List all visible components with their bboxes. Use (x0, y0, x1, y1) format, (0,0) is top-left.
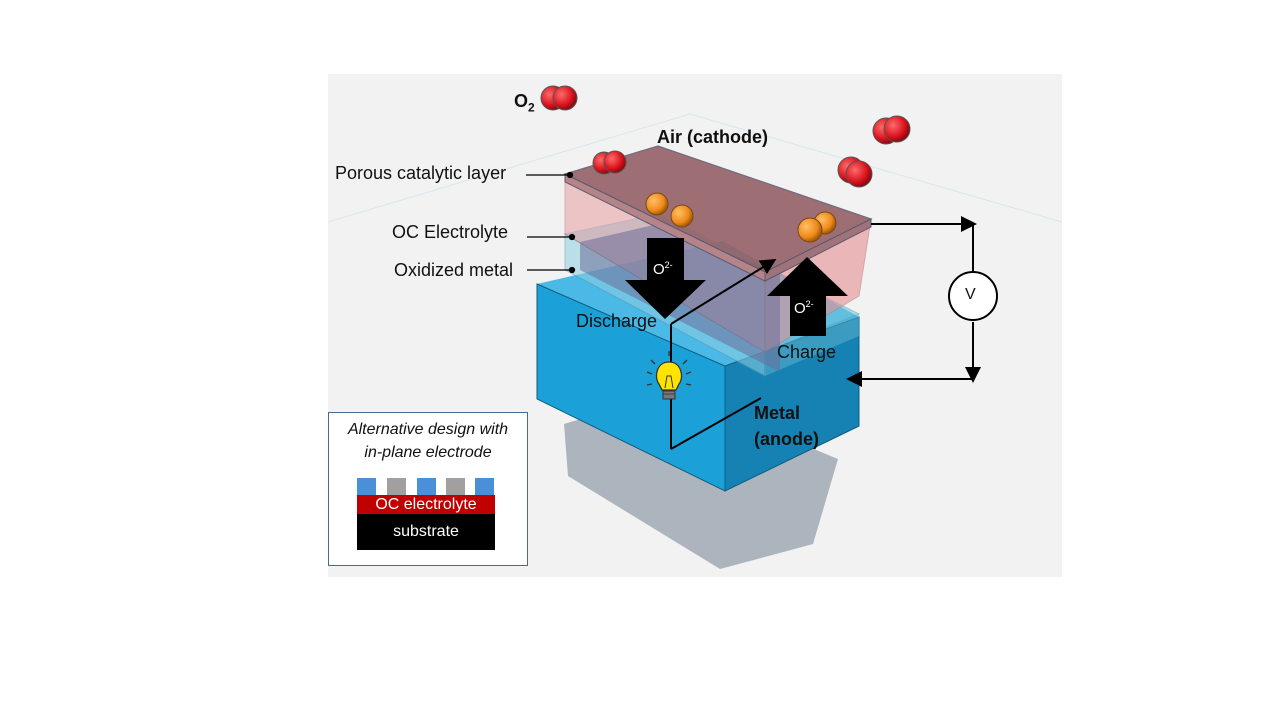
floor-grid (328, 113, 1062, 223)
battery-diagram: O2 Air (cathode) Porous catalytic layer … (328, 74, 1062, 577)
air-cathode-label: Air (cathode) (657, 127, 769, 147)
discharge-arrow (625, 238, 706, 319)
charge-ion-label: O2- (794, 299, 814, 317)
porous-catalytic-layer (563, 145, 873, 282)
oc-electrolyte-label: OC Electrolyte (392, 222, 509, 242)
electrode-blue (475, 478, 494, 495)
electrode-gray (446, 478, 465, 495)
inset-electrolyte-layer: OC electrolyte (357, 495, 495, 514)
discharge-ion-label: O2- (653, 260, 673, 278)
electrode-blue (417, 478, 436, 495)
porous-layer-label: Porous catalytic layer (335, 163, 507, 183)
charge-arrow (767, 257, 848, 336)
alternative-design-inset: Alternative design with in-plane electro… (328, 412, 528, 566)
oxide-ion-icon (797, 211, 837, 243)
charge-circuit-wire (846, 216, 981, 387)
voltmeter-label: V (965, 286, 976, 303)
oxygen-label: O2 (514, 91, 535, 115)
inset-substrate-layer: substrate (357, 514, 495, 550)
metal-anode-line2: (anode) (754, 429, 819, 449)
electrode-gray (387, 478, 406, 495)
metal-anode-label: Metal (anode) (754, 400, 819, 452)
inset-title-line2: in-plane electrode (364, 444, 492, 461)
inset-title-line1: Alternative design with (347, 421, 509, 438)
metal-anode-line1: Metal (754, 403, 801, 423)
callout-lines (526, 171, 576, 274)
oxygen-molecule-icon (872, 115, 911, 145)
diagram-canvas (328, 85, 1062, 569)
discharge-label: Discharge (576, 311, 658, 331)
oxygen-molecule-icon (837, 156, 873, 188)
lightbulb-icon (646, 351, 692, 400)
electrode-blue (357, 478, 376, 495)
charge-label: Charge (777, 342, 837, 362)
oxygen-molecule-icon (540, 85, 578, 111)
oxygen-molecule-icon (592, 150, 627, 175)
oxidized-metal-label: Oxidized metal (394, 260, 514, 280)
voltmeter-icon (948, 271, 998, 321)
oxide-ion-icon (645, 192, 694, 228)
